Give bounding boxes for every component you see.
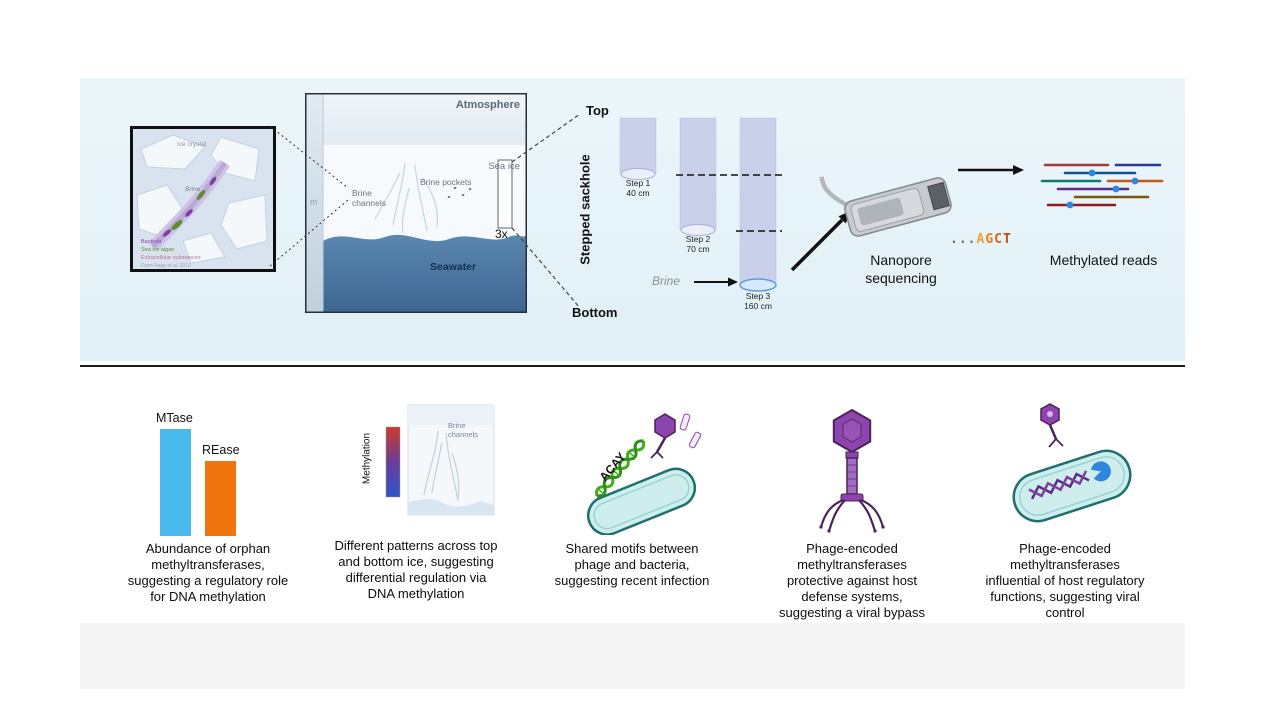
base-g: G <box>985 232 995 247</box>
dna-helix-icon <box>595 439 646 498</box>
host-dna-icon <box>1030 472 1090 500</box>
algae-icon <box>171 219 183 231</box>
panel1-caption: Abundance of orphan methyltransferases, … <box>127 541 289 605</box>
stepped-sackhole-axis: Stepped sackhole <box>577 154 593 265</box>
inset-ice-crystal-label: Ice crystal <box>177 141 207 148</box>
bacterium-icon <box>586 467 697 535</box>
inset-brine-label: Brine <box>185 186 201 193</box>
tube-icon <box>679 413 691 431</box>
phage-illustration <box>819 408 885 533</box>
host-bacterium-icon <box>1012 449 1132 523</box>
methylation-gradient-bar <box>385 426 401 498</box>
methylation-axis-label: Methylation <box>361 432 373 485</box>
mtase-bar <box>160 429 191 536</box>
section-divider <box>80 365 1185 367</box>
sackhole-top-label: Top <box>586 103 609 118</box>
depth-unit-label: m <box>310 197 318 207</box>
methylation-pattern-illustration <box>385 404 495 516</box>
sequence-dots: ... <box>950 232 977 247</box>
microscopy-inset-frame: Ice crystal Brine Bacteria Sea ice algae… <box>130 126 276 272</box>
brine-channels-label: Brine channels <box>352 188 387 209</box>
viral-control-illustration <box>1012 403 1132 523</box>
panel2-caption: Different patterns across top and bottom… <box>334 538 498 602</box>
bacteria-icon <box>162 229 172 237</box>
sea-ice-cross-section <box>305 93 527 313</box>
seawater-label: Seawater <box>430 261 477 273</box>
nanopore-sequencing-label: Nanopore sequencing <box>865 252 937 286</box>
sequence-readout: ...AGCT <box>950 232 1012 247</box>
atmosphere-label: Atmosphere <box>455 99 520 111</box>
rease-bar <box>205 461 236 536</box>
bottom-strip <box>80 623 1185 689</box>
inset-source: From Rapp et al. 2019 <box>141 263 191 269</box>
brine-pockets-label: Brine pockets <box>420 177 472 187</box>
legend-eps: Extracellular substances <box>141 255 201 261</box>
mini-brine-channels-label: Brine channels <box>448 421 479 439</box>
base-a: A <box>976 232 986 247</box>
legend-algae: Sea ice algae <box>141 247 174 253</box>
seawater-area <box>323 234 527 313</box>
panel5-caption: Phage-encoded methyltransferases influen… <box>985 541 1145 621</box>
panel3-caption: Shared motifs between phage and bacteria… <box>554 541 710 589</box>
attached-phage-icon <box>1040 403 1064 448</box>
brine-microstructure-illustration: Ice crystal Brine Bacteria Sea ice algae… <box>133 129 273 269</box>
base-c: C <box>994 232 1003 247</box>
phage-icon <box>819 408 885 533</box>
methylated-reads-label: Methylated reads <box>1049 252 1158 268</box>
sea-ice-label: Sea ice <box>488 161 520 172</box>
phage-bacteria-motif-illustration: ACAY <box>586 413 702 535</box>
small-phage-icon <box>650 413 702 459</box>
base-t: T <box>1002 232 1012 247</box>
brine-sample-label: Brine <box>652 274 681 288</box>
panel4-caption: Phage-encoded methyltransferases protect… <box>779 541 925 621</box>
legend-bacteria: Bacteria <box>141 239 162 245</box>
mtase-bar-label: MTase <box>156 411 193 425</box>
rease-bar-label: REase <box>202 443 240 457</box>
sackhole-bottom-label: Bottom <box>572 305 618 320</box>
